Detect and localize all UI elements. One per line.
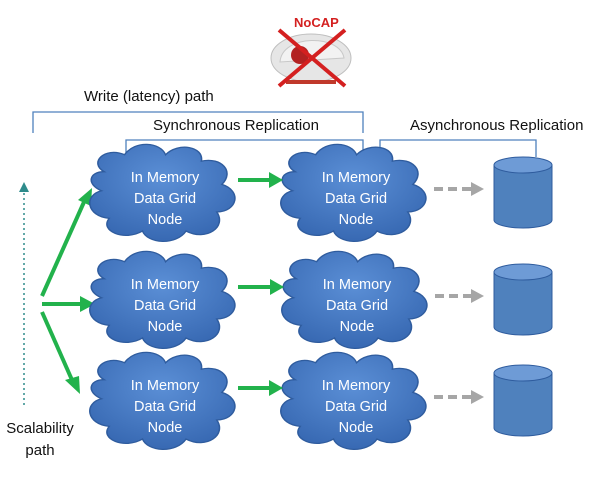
sync-replication-label: Synchronous Replication xyxy=(153,117,319,134)
async-arrowhead-2 xyxy=(471,289,484,303)
database-3 xyxy=(493,364,553,437)
replica-node-1-label-line-3: Node xyxy=(339,212,374,228)
sync-arrowhead-1 xyxy=(269,172,283,188)
replica-node-2-label-line-2: Data Grid xyxy=(326,298,388,314)
scalability-label-line-2: path xyxy=(25,442,54,459)
replica-node-1-label-line-2: Data Grid xyxy=(325,191,387,207)
database-1 xyxy=(493,156,553,229)
replica-node-3-label-line-3: Node xyxy=(339,420,374,436)
fan-arrow-middle-head xyxy=(80,296,95,312)
replica-node-2-label-line-1: In Memory xyxy=(323,277,392,293)
sync-replication-bracket xyxy=(125,139,364,157)
fan-arrow-top xyxy=(40,201,86,297)
primary-node-2-label-line-3: Node xyxy=(148,319,183,335)
primary-node-3-label-line-2: Data Grid xyxy=(134,399,196,415)
nocap-logo: NoCAP xyxy=(270,15,352,88)
replica-node-3-label-line-2: Data Grid xyxy=(325,399,387,415)
primary-node-1-label-line-2: Data Grid xyxy=(134,191,196,207)
sync-arrowhead-3 xyxy=(269,380,283,396)
async-replication-label: Asynchronous Replication xyxy=(410,117,583,134)
write-path-label: Write (latency) path xyxy=(84,88,214,105)
async-replication-bracket xyxy=(379,139,537,157)
primary-node-1-label-line-3: Node xyxy=(148,212,183,228)
primary-node-1-label-line-1: In Memory xyxy=(131,170,200,186)
write-path-bracket xyxy=(32,111,364,133)
fan-arrow-top-head xyxy=(78,188,92,206)
primary-node-2-label-line-2: Data Grid xyxy=(134,298,196,314)
scalability-arrowhead xyxy=(19,182,29,192)
fan-out-arrows xyxy=(40,188,95,394)
fan-arrow-bottom xyxy=(40,311,74,381)
replica-node-3-label-line-1: In Memory xyxy=(322,378,391,394)
fan-arrow-bottom-head xyxy=(65,376,80,394)
primary-node-3-label-line-3: Node xyxy=(148,420,183,436)
primary-node-2-label-line-1: In Memory xyxy=(131,277,200,293)
scalability-label-line-1: Scalability xyxy=(6,420,74,437)
async-arrowhead-3 xyxy=(471,390,484,404)
database-2 xyxy=(493,263,553,336)
replica-node-2-label-line-3: Node xyxy=(340,319,375,335)
async-arrowhead-1 xyxy=(471,182,484,196)
sync-arrowhead-2 xyxy=(270,279,284,295)
primary-node-3-label-line-1: In Memory xyxy=(131,378,200,394)
replica-node-1-label-line-1: In Memory xyxy=(322,170,391,186)
logo-text: NoCAP xyxy=(294,15,339,30)
